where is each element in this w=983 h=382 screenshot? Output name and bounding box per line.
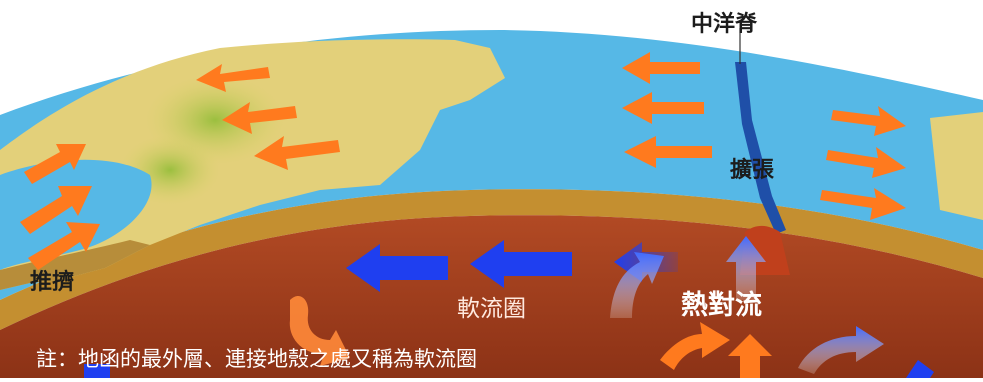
arrow-left bbox=[196, 64, 270, 92]
arrow-left bbox=[622, 52, 700, 84]
arrow-upright bbox=[28, 222, 100, 270]
left-continent bbox=[0, 39, 505, 290]
arrow-right bbox=[831, 106, 906, 136]
arrow-left bbox=[622, 92, 704, 124]
pushing-label: 推擠 bbox=[30, 270, 75, 295]
coastal-inlet bbox=[0, 159, 152, 270]
arrow-right bbox=[820, 188, 906, 220]
convection-curl-arrow bbox=[798, 326, 884, 374]
arrow-right bbox=[826, 147, 906, 178]
arrow-left-blue bbox=[346, 244, 448, 292]
convection-label: 熱對流 bbox=[681, 290, 762, 321]
convection-curl-arrow bbox=[289, 295, 350, 366]
continent-arrows bbox=[196, 64, 340, 170]
ridge-rift bbox=[735, 62, 786, 234]
arrow-left bbox=[222, 102, 297, 134]
arrow-upright bbox=[24, 144, 86, 184]
arrow-up bbox=[726, 236, 766, 300]
asthenosphere-label: 軟流圈 bbox=[457, 296, 526, 322]
arrow-up bbox=[728, 334, 772, 378]
ocean-right-arrows bbox=[820, 106, 906, 220]
arrow-upright bbox=[20, 186, 92, 234]
footnote: 註：地函的最外層、連接地殼之處又稱為軟流圈 bbox=[36, 347, 477, 371]
convection-curl-arrow bbox=[610, 252, 664, 318]
convection-curl-arrow bbox=[660, 322, 730, 370]
crust-rim bbox=[0, 189, 983, 330]
mid-ocean-ridge-label: 中洋脊 bbox=[691, 12, 758, 37]
arrow-left bbox=[624, 136, 712, 168]
arrow-left-blue bbox=[470, 240, 572, 288]
spreading-label: 擴張 bbox=[730, 158, 775, 183]
push-arrows bbox=[20, 144, 100, 270]
arrow-left bbox=[254, 136, 340, 170]
right-continent bbox=[930, 112, 983, 220]
ocean-left-arrows bbox=[622, 52, 712, 168]
